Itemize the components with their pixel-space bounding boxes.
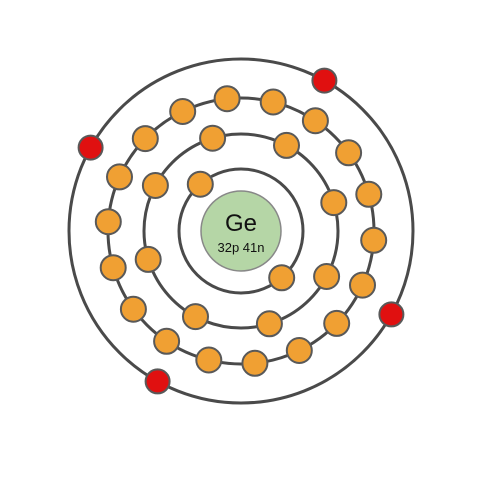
- electron: [169, 98, 197, 125]
- electron: [273, 131, 300, 159]
- electron: [255, 310, 283, 338]
- electron: [153, 327, 181, 355]
- electron: [186, 170, 214, 198]
- electron: [213, 85, 241, 113]
- electron: [241, 349, 269, 377]
- electrons: [77, 67, 405, 395]
- electron: [99, 254, 127, 282]
- nucleus-composition: 32p 41n: [218, 240, 265, 255]
- shell-1: [177, 167, 305, 295]
- electron: [355, 180, 383, 208]
- electron: [313, 263, 341, 290]
- electron: [301, 107, 329, 135]
- electron: [119, 295, 147, 323]
- shell-4: [67, 57, 415, 405]
- valence-electron: [378, 301, 405, 328]
- electron: [360, 226, 388, 254]
- valence-electron: [77, 134, 104, 161]
- electron: [335, 139, 363, 167]
- electron: [134, 245, 162, 273]
- electron: [285, 337, 313, 364]
- electron: [141, 172, 169, 199]
- nucleus: [200, 190, 282, 272]
- electron: [268, 264, 296, 292]
- electron: [182, 303, 209, 331]
- valence-electron: [311, 67, 338, 94]
- electron: [195, 346, 223, 374]
- electron: [320, 189, 348, 217]
- electron: [106, 163, 133, 191]
- electron: [259, 88, 287, 116]
- element-symbol: Ge: [225, 210, 257, 237]
- electron: [199, 124, 227, 152]
- electron: [349, 271, 376, 299]
- shell-2: [142, 132, 340, 330]
- electron: [131, 125, 159, 153]
- valence-electron: [144, 368, 171, 395]
- electron: [94, 208, 122, 236]
- nucleus-group: Ge 32p 41n: [200, 190, 282, 272]
- electron: [323, 309, 351, 337]
